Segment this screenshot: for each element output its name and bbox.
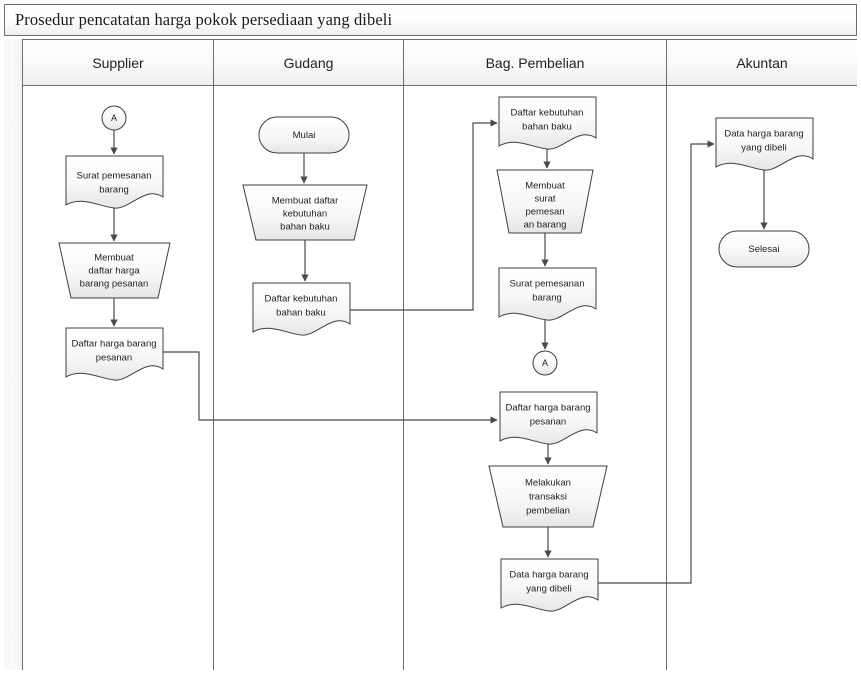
lane-header-label: Akuntan [736,54,788,71]
lane-header-label: Bag. Pembelian [485,54,585,71]
page-title: Prosedur pencatatan harga pokok persedia… [15,10,393,29]
diagram-title-bar: Prosedur pencatatan harga pokok persedia… [4,4,857,36]
lane-body-supplier [23,86,214,670]
lane-body-gudang [214,86,404,670]
lane-header-supplier[interactable]: Supplier [23,40,214,86]
lane-label-strip [4,39,23,670]
lane-header-pembelian[interactable]: Bag. Pembelian [404,40,667,86]
lane-header-gudang[interactable]: Gudang [214,40,404,86]
lane-body-akuntan [667,86,857,670]
lane-body-pembelian [404,86,667,670]
lane-header-label: Supplier [92,54,144,71]
lane-header-akuntan[interactable]: Akuntan [667,40,857,86]
lane-header-label: Gudang [283,54,334,71]
